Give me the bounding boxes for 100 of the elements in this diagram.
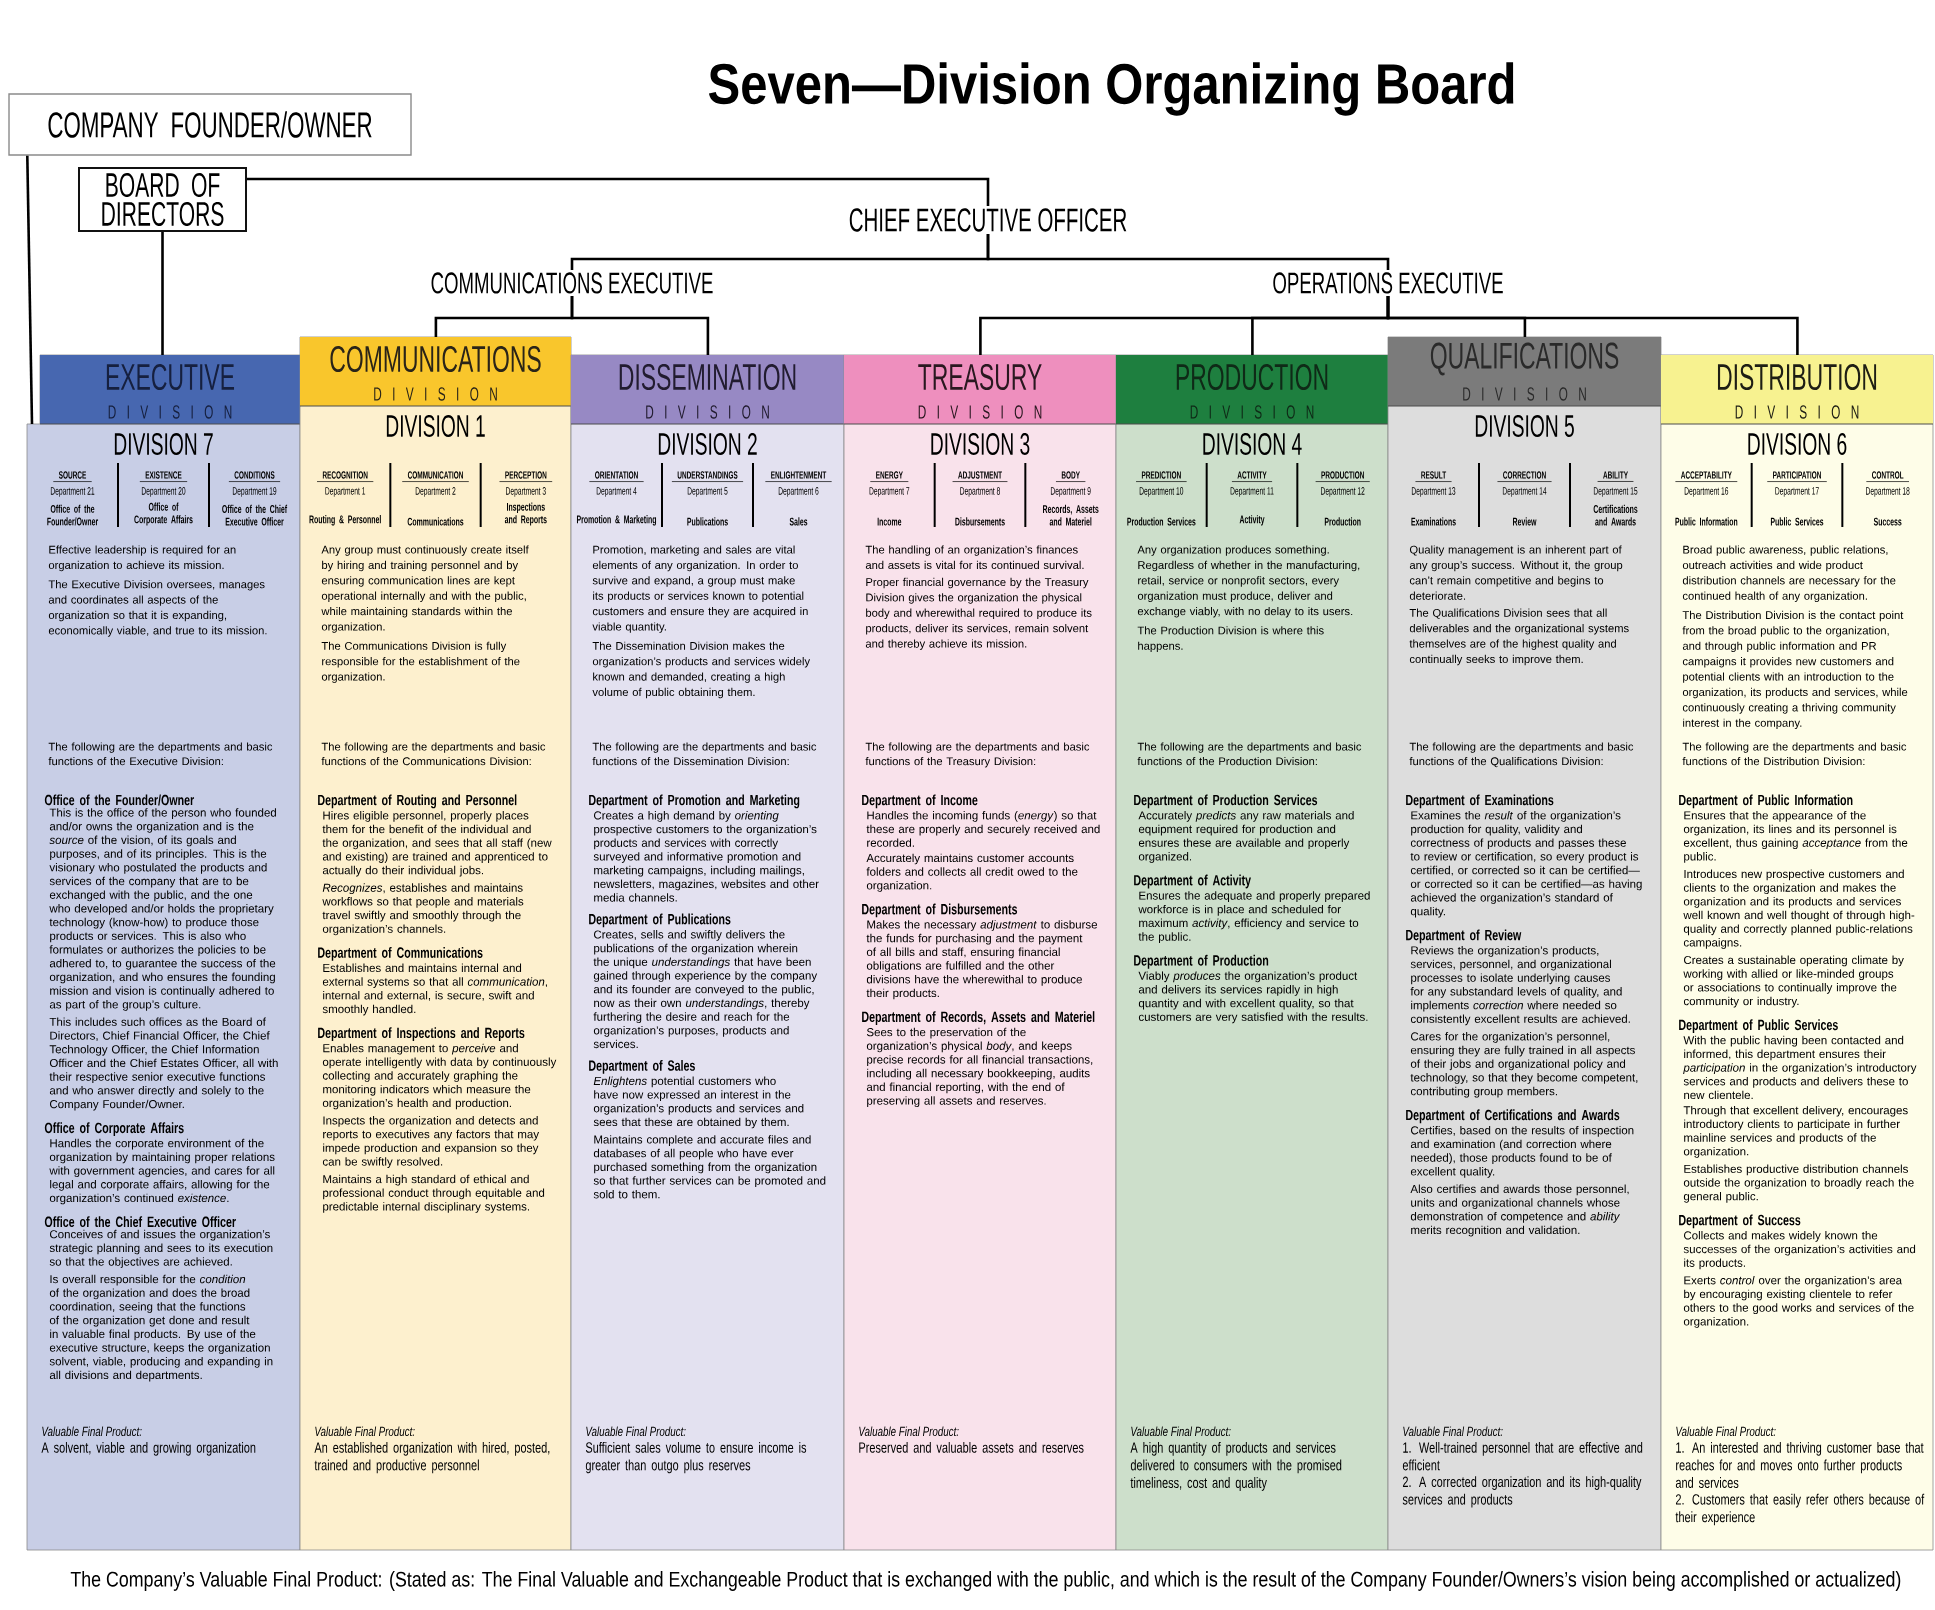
department-number: Department 19 — [232, 487, 277, 497]
department-number: Department 16 — [1684, 487, 1729, 497]
section-heading: Department of Routing and Personnel — [318, 794, 517, 809]
department-function: Sales — [789, 517, 808, 526]
division-name: DISTRIBUTION — [1717, 363, 1877, 391]
section-heading: Department of Publications — [589, 913, 731, 928]
department-number: Department 21 — [50, 487, 95, 497]
intro-paragraph: The Distribution Division is the contact point from the broad public to the organization, and through public information and PR campaigns it provides new customers and potential clients with an introduction to the organization, its products and services, while continuously creating a thriving community interest in the company. — [1682, 610, 1908, 730]
department-name: CONTROL — [1866, 471, 1910, 482]
department-number: Department 2 — [415, 487, 456, 497]
product-statement: Sufficient sales volume to ensure income is greater than outgo plus reserves — [585, 1441, 807, 1474]
intro-paragraph: The handling of an organization’s finances and assets is vital for its continued survival. — [865, 545, 1084, 569]
department-name: PARTICIPATION — [1766, 471, 1828, 482]
division-column — [299, 336, 572, 1551]
section-heading: Department of Certifications and Awards — [1406, 1109, 1620, 1124]
division-number: DIVISION 3 — [931, 433, 1030, 455]
department-name: ADJUSTMENT — [952, 471, 1008, 482]
division-column — [1660, 354, 1934, 1551]
division-column — [1115, 354, 1389, 1551]
body-paragraph: This is the office of the person who founded and/or owns the organization and is the source of the vision, of its goals and purposes, and of its principles. This is the visionary who postulated the products and services of the company that are to be exchanged with the public, and the one who developed and/or holds the proprietary technology (know-how) to produce those products or services. This is also who formulates or authorizes the policies to be adhered to, to guarantee the success of the organization, and who ensures the founding mission and vision is continually adhered to as part of the group’s culture. — [49, 808, 276, 1011]
body-paragraph: Cares for the organization’s personnel, ensuring they are fully trained in all aspects of their jobs and organizational policy and technology, so that they become competent, contributing group members. — [1410, 1032, 1638, 1098]
section-heading: Department of Public Services — [1679, 1019, 1838, 1034]
product-statement: Preserved and valuable assets and reserves — [859, 1441, 1084, 1453]
division-label: D I V I S I O N — [108, 405, 232, 419]
body-paragraph: Creates a high demand by orienting prospective customers to the organization’s products and services with correctly surveyed and informative promotion and marketing campaigns, including mailings, newsletters, magazines, websites and other media channels. — [593, 811, 819, 902]
body-paragraph: Examines the result of the organization’s production for quality, validity and correctness of products and passes these to review or certification, so every product is certified, or corrected so it can be certified—or corrected so it can be certified—as having achieved the organization’s standard of quality. — [1410, 811, 1642, 918]
department-function: Success — [1873, 517, 1902, 526]
department-function: Activity — [1239, 515, 1265, 526]
intro-paragraph: Effective leadership is required for an organization to achieve its mission. — [48, 545, 236, 572]
division-number: DIVISION 6 — [1748, 433, 1847, 455]
department-number: Department 17 — [1775, 487, 1819, 497]
body-paragraph: Accurately predicts any raw materials and equipment required for production and ensures these are available and properly organized. — [1138, 811, 1354, 863]
department-name: ABILITY — [1597, 471, 1634, 482]
body-paragraph: Creates, sells and swiftly delivers the publications of the organization wherein the unique understandings that have been gained through experience by the company and its founder are conveyed to the public, now as their own understandings, thereby furthering the desire and reach for the organization’s purposes, products and services. — [593, 930, 818, 1049]
intro-paragraph: Broad public awareness, public relations, outreach activities and wide product distribution channels are necessary for the continued health of any organization. — [1682, 545, 1896, 603]
intro-paragraph: The Production Division is where this happens. — [1137, 626, 1324, 653]
department-name: UNDERSTANDINGS — [671, 471, 744, 482]
body-paragraph: With the public having been contacted and informed, this department ensures their participation in the organization’s introductory services and products and delivers these to new clientele. — [1683, 1035, 1917, 1100]
intro-paragraph: The following are the departments and basic functions of the Production Division: — [1137, 742, 1362, 766]
department-function: Examinations — [1411, 517, 1456, 526]
intro-paragraph: The following are the departments and basic functions of the Communications Division: — [321, 742, 546, 766]
section-heading: Department of Examinations — [1406, 794, 1554, 809]
product-statement: 1. An interested and thriving customer base that reaches for and moves onto further products and services — [1675, 1441, 1924, 1488]
department-number: Department 11 — [1230, 487, 1274, 497]
department-name: RECOGNITION — [316, 471, 374, 482]
department-number: Department 6 — [778, 487, 819, 497]
position-box: COMPANY FOUNDER/OWNER — [8, 93, 412, 156]
section-heading: Department of Income — [862, 794, 978, 809]
department-function: Public Services — [1770, 517, 1824, 526]
body-paragraph: Maintains complete and accurate files and databases of all people who have ever purchased something from the organization so that further services can be promoted and sold to them. — [593, 1135, 826, 1199]
department-function: Income — [877, 517, 902, 526]
division-column — [1387, 336, 1662, 1551]
body-paragraph: Handles the incoming funds (energy) so that these are properly and securely received and recorded. — [866, 811, 1100, 847]
body-paragraph: Makes the necessary adjustment to disburse the funds for purchasing and the payment of all bills and staff, ensuring financial obligations are fulfilled and the other divisions have the wherewithal to produce their products. — [866, 920, 1098, 1000]
footer-note: The Company’s Valuable Final Product: (Stated as: The Final Valuable and Exchangeable Product that is exchanged with the public, and which is the result of the Company Founder/Owners’s vision being accomplished or actualized) — [70, 1571, 1901, 1591]
department-name: RESULT — [1415, 471, 1452, 482]
department-function: Routing & Personnel — [309, 515, 381, 526]
department-name: PRODUCTION — [1315, 471, 1371, 482]
department-name: ACCEPTABILITY — [1675, 471, 1738, 482]
connector-line — [570, 296, 710, 355]
department-number: Department 7 — [869, 487, 910, 497]
department-number: Department 13 — [1411, 487, 1456, 497]
intro-paragraph: Any group must continuously create itself by hiring and training personnel and by ensuring communication lines are kept operational internally and with the public, while maintaining standards within the organization. — [321, 545, 529, 633]
body-paragraph: Conceives of and issues the organization’s strategic planning and sees to its execution so that the objectives are achieved. — [49, 1229, 273, 1268]
intro-paragraph: The Communications Division is fully responsible for the establishment of the organization. — [321, 641, 520, 683]
department-function: Records, Assets and Materiel — [1043, 504, 1099, 526]
body-paragraph: Creates a sustainable operating climate by working with allied or like-minded groups or associations to continually improve the community or industry. — [1683, 955, 1904, 1008]
section-heading: Department of Sales — [589, 1059, 695, 1074]
position-box: BOARD OF DIRECTORS — [78, 167, 247, 232]
division-label: D I V I S I O N — [1735, 405, 1859, 419]
product-statement: An established organization with hired, posted, trained and productive personnel — [314, 1441, 550, 1474]
body-paragraph: Enlightens potential customers who have now expressed an interest in the organization’s products and services and sees that these are obtained by them. — [593, 1076, 804, 1129]
department-function: Inspections and Reports — [504, 502, 547, 526]
body-paragraph: Introduces new prospective customers and clients to the organization and makes the organization and its products and services well known and well thought of through high-quality and correctly planned public-relations campaigns. — [1683, 869, 1915, 949]
division-column — [570, 354, 845, 1551]
section-heading: Department of Inspections and Reports — [318, 1027, 525, 1041]
department-function: Certifications and Awards — [1593, 504, 1638, 526]
body-paragraph: Exerts control over the organization’s area by encouraging existing clientele to refer others to the good works and services of the organization. — [1683, 1275, 1914, 1328]
section-heading: Office of the Founder/Owner — [44, 794, 194, 806]
body-paragraph: Through that excellent delivery, encourages introductory clients to participate in further mainline services and products of the organization. — [1683, 1105, 1908, 1158]
department-name: ENLIGHTENMENT — [765, 471, 832, 482]
body-paragraph: Reviews the organization’s products, services, personnel, and organizational processes to isolate underlying causes for any substandard levels of quality, and implements correction where needed so consistently excellent results are achieved. — [1410, 946, 1630, 1026]
body-paragraph: Sees to the preservation of the organization’s physical body, and keeps precise records for all financial transactions, including all necessary bookkeeping, audits and financial reporting, with the end of preserving all assets and reserves. — [866, 1027, 1093, 1107]
body-paragraph: Recognizes, establishes and maintains workflows so that people and materials travel swiftly and smoothly through the organization’s channels. — [322, 883, 524, 936]
intro-paragraph: The Qualifications Division sees that all deliverables and the organizational systems themselves are of the highest quality and continually seeks to improve them. — [1409, 608, 1629, 666]
section-heading: Office of Corporate Affairs — [44, 1122, 184, 1137]
connector-line — [247, 177, 990, 206]
department-function: Office of the Founder/Owner — [47, 504, 99, 526]
product-statement: A high quantity of products and services delivered to consumers with the promised timeliness, cost and quality — [1130, 1441, 1342, 1491]
division-number: DIVISION 2 — [658, 433, 757, 455]
body-paragraph: Collects and makes widely known the successes of the organization’s activities and its products. — [1683, 1231, 1916, 1270]
body-paragraph: Viably produces the organization’s product and delivers its services rapidly in high quantity and with excellent quality, so that customers are very satisfied with the results. — [1138, 971, 1368, 1024]
body-paragraph: This includes such offices as the Board of Directors, Chief Financial Officer, the Chief Technology Officer, the Chief Information Officer and the Chief Estates Officer, all with their respective senior executive functions and who answer directly and solely to the Company Founder/Owner. — [49, 1017, 278, 1111]
department-name: ORIENTATION — [589, 471, 644, 482]
department-name: PERCEPTION — [499, 471, 553, 482]
department-function: Office of the Chief Executive Officer — [222, 504, 288, 526]
product-statement: A solvent, viable and growing organization — [41, 1441, 256, 1456]
body-paragraph: Ensures that the appearance of the organization, its lines and its personnel is excellent, thus gaining acceptance from the public. — [1683, 811, 1908, 863]
department-name: COMMUNICATION — [401, 471, 470, 482]
department-number: Department 5 — [687, 487, 728, 497]
